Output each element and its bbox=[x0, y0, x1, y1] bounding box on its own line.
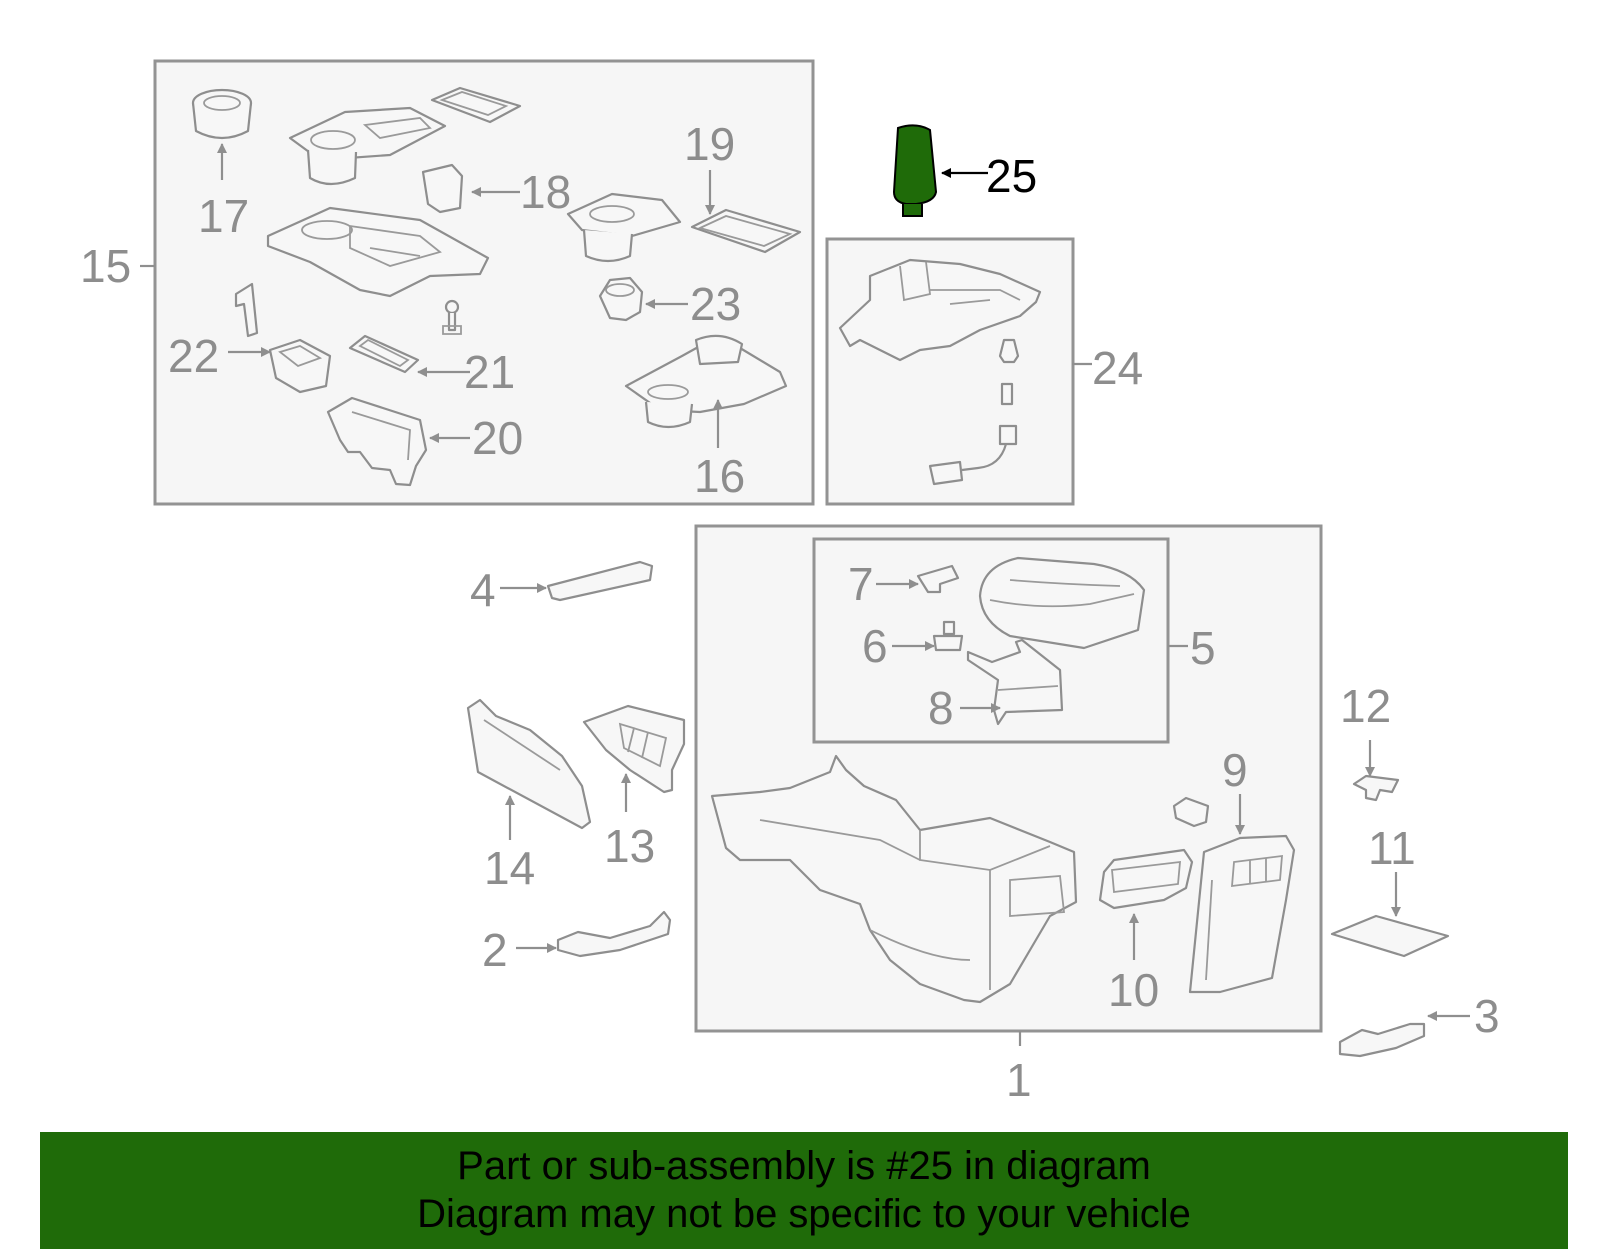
callout-7: 7 bbox=[848, 558, 874, 610]
part-10-storage-tray[interactable] bbox=[1098, 848, 1194, 910]
callout-labels: 17 18 19 15 23 22 21 20 16 25 24 7 6 5 8… bbox=[80, 118, 1500, 1106]
part-19-mat[interactable] bbox=[690, 208, 802, 254]
banner-line-2: Diagram may not be specific to your vehi… bbox=[417, 1192, 1191, 1236]
part-cup-holder-19[interactable] bbox=[566, 192, 682, 263]
part-18-clip[interactable] bbox=[421, 163, 464, 214]
callout-21: 21 bbox=[464, 346, 515, 398]
callout-6: 6 bbox=[862, 620, 888, 672]
part-20-housing[interactable] bbox=[326, 396, 428, 487]
part-9-rear-panel[interactable] bbox=[1188, 834, 1296, 994]
part-4-trim-rail[interactable] bbox=[546, 560, 654, 602]
part-21-trim-strip[interactable] bbox=[348, 334, 420, 374]
callout-10: 10 bbox=[1108, 964, 1159, 1016]
part-22-bracket[interactable] bbox=[234, 282, 259, 338]
part-16-shift-bezel[interactable] bbox=[624, 334, 788, 429]
part-24-socket[interactable] bbox=[1000, 382, 1014, 406]
callout-13: 13 bbox=[604, 820, 655, 872]
callout-11: 11 bbox=[1368, 822, 1416, 874]
callout-25: 25 bbox=[986, 150, 1037, 202]
part-8-hinge[interactable] bbox=[966, 638, 1064, 726]
callout-5: 5 bbox=[1190, 622, 1216, 674]
part-5-armrest-lid[interactable] bbox=[978, 556, 1146, 650]
callout-8: 8 bbox=[928, 682, 954, 734]
part-17-cup-holder-insert[interactable] bbox=[191, 88, 253, 140]
part-12-clip[interactable] bbox=[1352, 774, 1400, 802]
callout-4: 4 bbox=[470, 564, 496, 616]
leader-lines bbox=[140, 143, 1470, 1046]
part-24-shifter-assembly[interactable] bbox=[838, 258, 1042, 362]
callout-24: 24 bbox=[1092, 342, 1143, 394]
part-tray-pad[interactable] bbox=[430, 86, 522, 124]
part-2-trim-strip[interactable] bbox=[556, 910, 672, 958]
part-15-console-panel[interactable] bbox=[266, 206, 490, 298]
callout-23: 23 bbox=[690, 278, 741, 330]
part-3-bracket[interactable] bbox=[1338, 1022, 1426, 1058]
part-24-wire-harness[interactable] bbox=[928, 424, 1018, 486]
part-14-side-panel[interactable] bbox=[466, 698, 592, 830]
callout-14: 14 bbox=[484, 842, 535, 894]
part-25-shift-knob[interactable] bbox=[892, 124, 938, 217]
part-23-knob[interactable] bbox=[598, 276, 644, 322]
callout-1: 1 bbox=[1006, 1054, 1032, 1106]
callout-15: 15 bbox=[80, 240, 131, 292]
callout-20: 20 bbox=[472, 412, 523, 464]
callout-18: 18 bbox=[520, 166, 571, 218]
callout-12: 12 bbox=[1340, 680, 1391, 732]
part-7-clip[interactable] bbox=[916, 564, 960, 594]
part-13-grille-bracket[interactable] bbox=[582, 704, 686, 794]
part-24-bulb[interactable] bbox=[998, 338, 1020, 364]
part-1-center-console[interactable] bbox=[710, 754, 1078, 1004]
callout-16: 16 bbox=[694, 450, 745, 502]
part-bolt-small[interactable] bbox=[442, 299, 462, 335]
part-6-bolt[interactable] bbox=[932, 620, 964, 652]
callout-9: 9 bbox=[1222, 744, 1248, 796]
part-cup-holder-upper[interactable] bbox=[288, 106, 447, 186]
part-22-switch-bezel[interactable] bbox=[268, 338, 332, 394]
info-banner: Part or sub-assembly is #25 in diagram D… bbox=[40, 1132, 1568, 1249]
callout-2: 2 bbox=[482, 924, 508, 976]
callout-22: 22 bbox=[168, 330, 219, 382]
part-11-pad[interactable] bbox=[1330, 914, 1450, 958]
callout-17: 17 bbox=[198, 190, 249, 242]
banner-line-1: Part or sub-assembly is #25 in diagram bbox=[457, 1144, 1151, 1188]
callout-19: 19 bbox=[684, 118, 735, 170]
group-box-15 bbox=[153, 59, 815, 506]
part-9-lid-small[interactable] bbox=[1172, 796, 1210, 828]
callout-3: 3 bbox=[1474, 990, 1500, 1042]
